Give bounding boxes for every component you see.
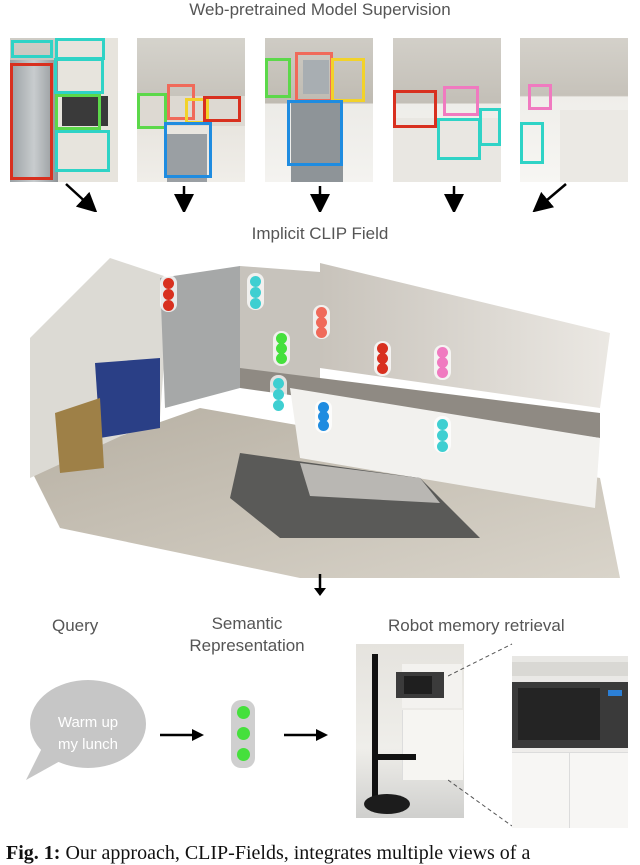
- bbox: [11, 40, 53, 58]
- semantic-dot: [273, 389, 284, 400]
- supervision-title: Web-pretrained Model Supervision: [189, 0, 451, 19]
- semantic-dot: [276, 343, 287, 354]
- bbox: [479, 108, 501, 146]
- semantic-dot: [437, 430, 448, 441]
- right-arrow-icon: [160, 729, 204, 741]
- right-arrow-icon: [284, 729, 328, 741]
- microwave-photo: [512, 656, 628, 828]
- semantic-dot: [237, 706, 250, 719]
- semantic-dot: [237, 727, 250, 740]
- bbox: [55, 38, 105, 60]
- bbox: [10, 63, 53, 180]
- retrieval-label: Robot memory retrieval: [388, 616, 565, 635]
- view-thumbnail-2: [137, 38, 245, 182]
- bbox: [287, 100, 343, 166]
- down-arrow-icon: [65, 183, 567, 212]
- semantic-dot: [437, 347, 448, 358]
- bbox: [528, 84, 552, 110]
- view-thumbnail-1: [10, 38, 118, 182]
- figure-caption: Fig. 1: Our approach, CLIP-Fields, integ…: [6, 842, 640, 865]
- robot-photo: [356, 644, 464, 818]
- semantic-dot: [316, 307, 327, 318]
- bubble-text-line2: my lunch: [57, 736, 119, 753]
- semantic-dot: [318, 411, 329, 422]
- bbox: [520, 122, 544, 164]
- semantic-dot: [276, 353, 287, 364]
- semantic-dot: [316, 317, 327, 328]
- semantic-dot: [377, 363, 388, 374]
- semantic-dot: [318, 402, 329, 413]
- bbox: [55, 130, 110, 172]
- bbox: [54, 58, 104, 94]
- query-label: Query: [52, 616, 99, 635]
- bbox: [331, 58, 365, 102]
- semantic-dot: [437, 357, 448, 368]
- semantic-dot: [437, 367, 448, 378]
- view-thumbnail-3: [265, 38, 373, 182]
- bubble-text-line1: Warm up: [57, 714, 119, 731]
- bbox: [203, 96, 241, 122]
- bbox: [265, 58, 291, 98]
- semantic-dot: [163, 278, 174, 289]
- semantic-dot: [163, 289, 174, 300]
- caption-label: Fig. 1:: [6, 842, 61, 864]
- bbox: [437, 118, 481, 160]
- semantic-dot: [316, 327, 327, 338]
- bbox: [164, 122, 212, 178]
- semantic-dot: [318, 420, 329, 431]
- semantic-dot: [377, 343, 388, 354]
- bbox: [137, 93, 167, 129]
- semantic-dot: [163, 300, 174, 311]
- semantic-dot: [377, 353, 388, 364]
- semantic-dot: [250, 287, 261, 298]
- semantic-dot: [437, 441, 448, 452]
- bbox: [393, 90, 437, 128]
- traffic-light-stack-icon: [231, 700, 255, 768]
- speech-bubble-icon: [26, 680, 146, 780]
- semantic-label-line2: Representation: [189, 636, 305, 655]
- bbox: [55, 94, 101, 130]
- semantic-dot: [273, 378, 284, 389]
- semantic-dot: [250, 276, 261, 287]
- bbox: [295, 52, 333, 102]
- semantic-dot: [437, 419, 448, 430]
- view-thumbnail-4: [393, 38, 501, 182]
- bbox: [443, 86, 479, 116]
- down-arrow-icon: [314, 574, 326, 596]
- semantic-dot: [276, 333, 287, 344]
- caption-text: Our approach, CLIP-Fields, integrates mu…: [65, 842, 531, 864]
- clip-field-title: Implicit CLIP Field: [251, 224, 389, 243]
- semantic-dot: [237, 748, 250, 761]
- semantic-dot: [273, 400, 284, 411]
- semantic-label-line1: Semantic: [211, 614, 283, 633]
- semantic-dot: [250, 298, 261, 309]
- view-thumbnail-5: [520, 38, 628, 182]
- zoom-lines: [448, 643, 513, 827]
- bbox: [167, 84, 195, 120]
